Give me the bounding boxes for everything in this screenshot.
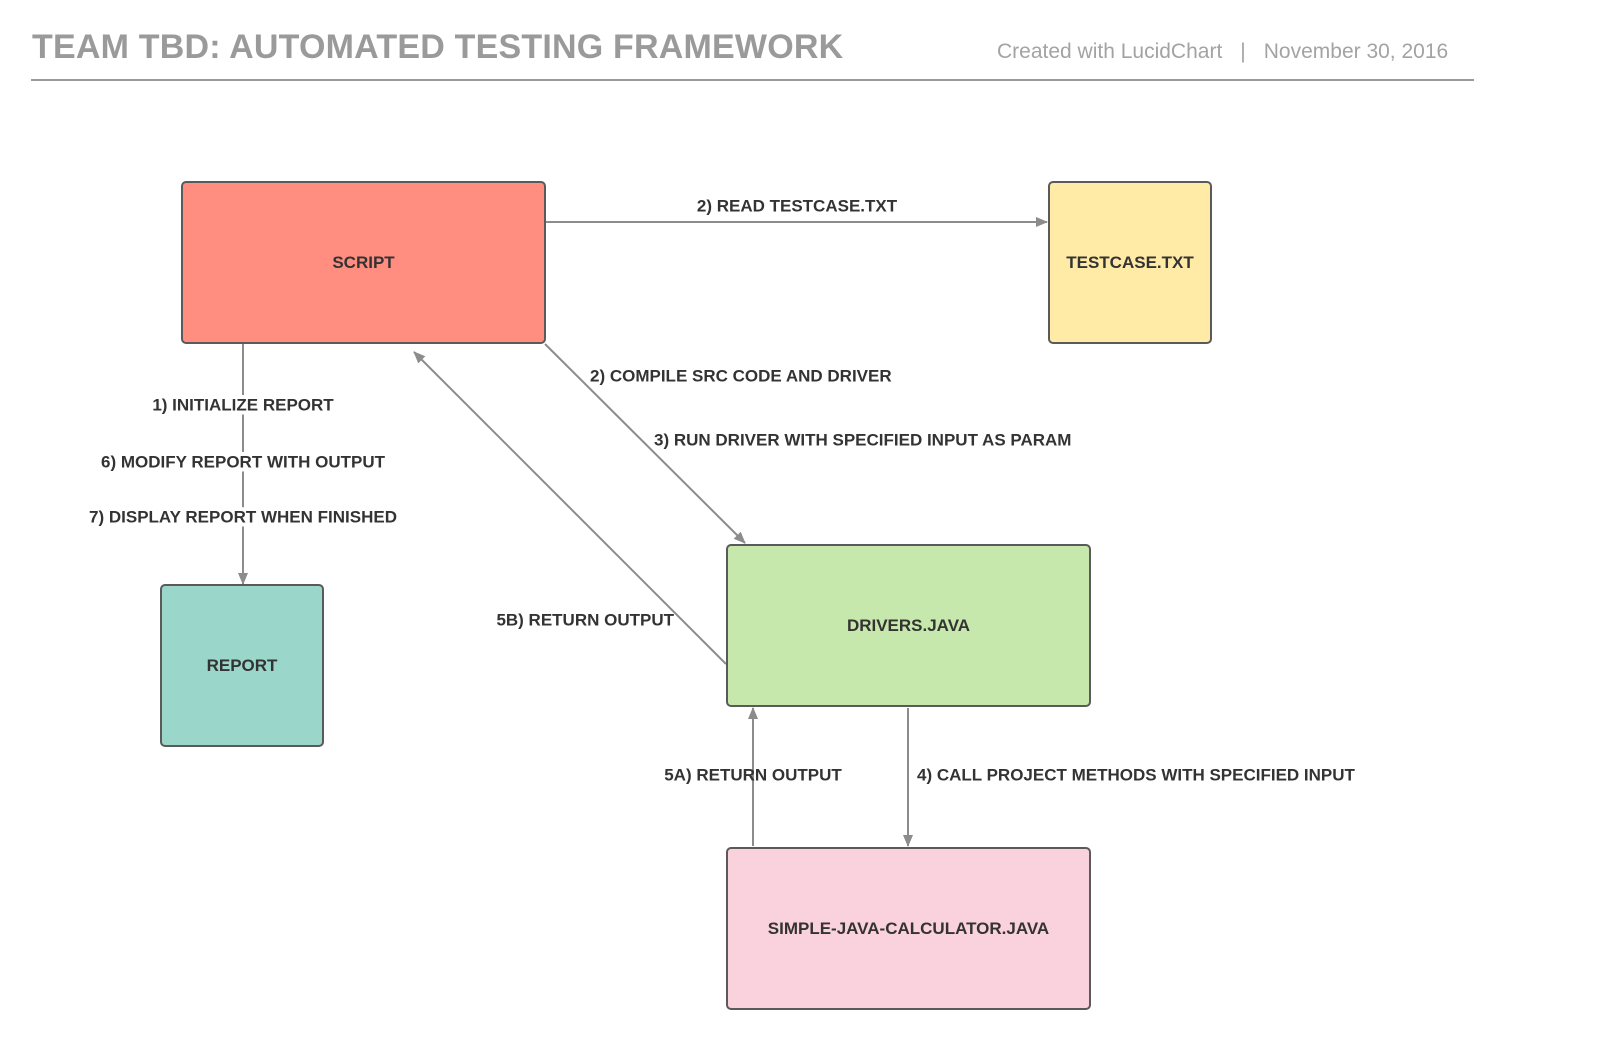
created-with-text: Created with LucidChart: [997, 40, 1223, 63]
edge-label-run-driver: 3) RUN DRIVER WITH SPECIFIED INPUT AS PA…: [654, 431, 1071, 450]
edge-label-return-output-a: 5A) RETURN OUTPUT: [664, 766, 842, 785]
node-script[interactable]: SCRIPT: [181, 181, 546, 344]
node-script-label: SCRIPT: [332, 253, 395, 272]
edge-label-compile-src: 2) COMPILE SRC CODE AND DRIVER: [590, 367, 892, 386]
node-report-label: REPORT: [207, 656, 278, 675]
node-drivers-box[interactable]: [726, 544, 1091, 707]
page-title: TEAM TBD: AUTOMATED TESTING FRAMEWORK: [32, 28, 844, 66]
node-report[interactable]: REPORT: [160, 584, 324, 747]
header-meta: Created with LucidChart | November 30, 201…: [997, 40, 1448, 64]
node-testcase[interactable]: TESTCASE.TXT: [1048, 181, 1212, 344]
node-calculator[interactable]: SIMPLE-JAVA-CALCULATOR.JAVA: [726, 847, 1091, 1010]
node-calculator-label: SIMPLE-JAVA-CALCULATOR.JAVA: [768, 919, 1049, 938]
node-testcase-box[interactable]: [1048, 181, 1212, 344]
edge-label-modify-report: 6) MODIFY REPORT WITH OUTPUT: [101, 453, 386, 472]
connectors: [238, 217, 1048, 847]
edge-label-initialize-report: 1) INITIALIZE REPORT: [152, 396, 334, 415]
header-divider: [31, 79, 1474, 81]
connector-script-to-drivers[interactable]: [544, 343, 746, 544]
header-separator: |: [1240, 40, 1246, 63]
node-calculator-box[interactable]: [726, 847, 1091, 1010]
edge-labels: 2) READ TESTCASE.TXT 1) INITIALIZE REPOR…: [85, 193, 1356, 785]
node-testcase-label: TESTCASE.TXT: [1066, 253, 1194, 272]
connector-drivers-to-script[interactable]: [413, 351, 727, 665]
date-text: November 30, 2016: [1263, 40, 1449, 63]
node-drivers[interactable]: DRIVERS.JAVA: [726, 544, 1091, 707]
node-script-box[interactable]: [181, 181, 546, 344]
edge-label-return-output-b: 5B) RETURN OUTPUT: [496, 611, 674, 630]
node-report-box[interactable]: [160, 584, 324, 747]
edge-label-display-report: 7) DISPLAY REPORT WHEN FINISHED: [89, 508, 397, 527]
node-drivers-label: DRIVERS.JAVA: [847, 616, 970, 635]
edge-label-call-methods: 4) CALL PROJECT METHODS WITH SPECIFIED I…: [917, 766, 1356, 785]
edge-label-read-testcase: 2) READ TESTCASE.TXT: [697, 197, 898, 216]
